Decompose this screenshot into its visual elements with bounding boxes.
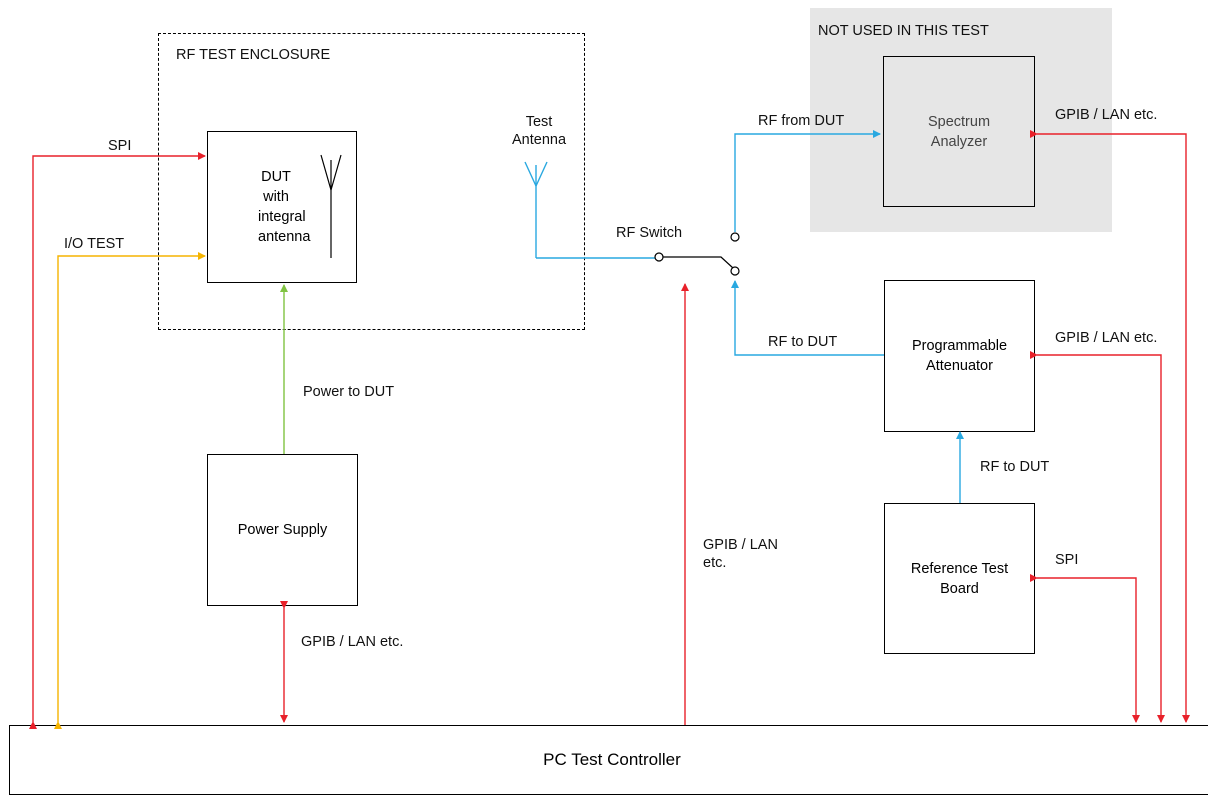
- spectrum-analyzer-block: Spectrum Analyzer: [883, 56, 1035, 207]
- programmable-attenuator-block: Programmable Attenuator: [884, 280, 1035, 432]
- power-to-dut-label: Power to DUT: [303, 384, 395, 400]
- io-test-label: I/O TEST: [64, 236, 125, 252]
- reference-test-board-block: Reference Test Board: [884, 503, 1035, 654]
- spi-dut-label: SPI: [108, 138, 132, 154]
- dut-antenna-icon: [320, 154, 342, 258]
- gpib-attenuator-label: GPIB / LAN etc.: [1055, 330, 1158, 346]
- power-supply-label: Power Supply: [237, 522, 328, 538]
- rf-from-dut-line: [734, 130, 881, 232]
- io-test-line: [54, 252, 206, 729]
- test-antenna-label: Test Antenna: [511, 114, 567, 148]
- rf-switch-icon: [654, 232, 740, 276]
- spi-dut-line: [29, 152, 206, 729]
- unused-region-label: NOT USED IN THIS TEST: [818, 23, 989, 39]
- rf-to-dut-switch-line: [731, 280, 884, 356]
- gpib-attenuator-line: [1030, 351, 1165, 723]
- rf-from-dut-label: RF from DUT: [758, 113, 845, 129]
- spi-reference-line: [1030, 574, 1140, 723]
- programmable-attenuator-label: Programmable Attenuator: [911, 338, 1008, 374]
- gpib-power-label: GPIB / LAN etc.: [301, 634, 404, 650]
- gpib-spectrum-line: [1030, 130, 1190, 723]
- rf-switch-label: RF Switch: [616, 225, 683, 241]
- reference-test-board-label: Reference Test Board: [910, 560, 1009, 597]
- dut-label: DUT with integral antenna: [258, 169, 311, 245]
- rf-to-dut-attenuator-label: RF to DUT: [980, 459, 1050, 475]
- pc-test-controller-block: PC Test Controller: [9, 725, 1208, 795]
- pc-test-controller-label: PC Test Controller: [543, 750, 681, 769]
- enclosure-label: RF TEST ENCLOSURE: [176, 47, 331, 63]
- gpib-switch-label: GPIB / LAN etc.: [703, 537, 778, 571]
- gpib-spectrum-label: GPIB / LAN etc.: [1055, 107, 1158, 123]
- dut-block: DUT with integral antenna: [207, 131, 357, 283]
- rf-to-dut-switch-label: RF to DUT: [768, 334, 838, 350]
- spectrum-analyzer-label: Spectrum Analyzer: [927, 113, 991, 150]
- spi-reference-label: SPI: [1055, 552, 1079, 568]
- test-antenna-icon: [524, 161, 548, 258]
